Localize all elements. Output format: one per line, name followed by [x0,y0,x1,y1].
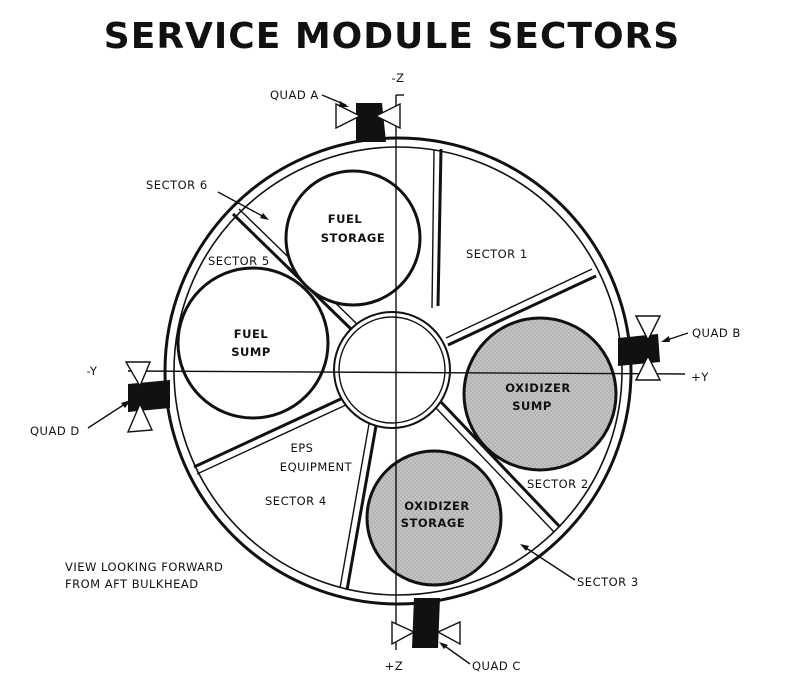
axis-pos-z-label: +Z [385,659,404,673]
quad-d-thruster-icon [124,361,170,433]
fuel-storage-tank: FUEL STORAGE [284,169,422,307]
sector-6-label: SECTOR 6 [146,178,208,192]
diagram-title: SERVICE MODULE SECTORS [104,16,680,57]
quad-a-label: QUAD A [270,88,319,102]
fuel-sump-label-1: FUEL [234,327,269,341]
fuel-storage-label-2: STORAGE [321,231,385,245]
oxidizer-sump-label-2: SUMP [512,399,552,413]
sector-4-label: SECTOR 4 [265,494,327,508]
oxidizer-storage-label-1: OXIDIZER [404,499,469,513]
quad-c-label: QUAD C [472,659,521,673]
quad-b-thruster-icon [618,315,662,381]
caption-line-2: FROM AFT BULKHEAD [65,577,199,591]
fuel-storage-label-1: FUEL [328,212,363,226]
oxidizer-storage-label-2: STORAGE [401,516,465,530]
quad-b-label: QUAD B [692,326,741,340]
sector-3-label: SECTOR 3 [577,575,639,589]
fuel-sump-label-2: SUMP [231,345,271,359]
sector-1-label: SECTOR 1 [466,247,528,261]
axis-neg-y-label: -Y [87,364,98,378]
axis-pos-y-label: +Y [691,370,709,384]
oxidizer-sump-tank: OXIDIZER SUMP [462,316,618,472]
quad-d-label: QUAD D [30,424,80,438]
fuel-sump-tank: FUEL SUMP [176,266,330,420]
sector-beams [193,148,597,591]
axis-neg-z-label: -Z [391,71,404,85]
center-tunnel [333,311,451,429]
caption-line-1: VIEW LOOKING FORWARD [65,560,223,574]
sector-2-label: SECTOR 2 [527,477,589,491]
eps-label-2: EQUIPMENT [280,460,353,474]
eps-label-1: EPS [290,441,313,455]
oxidizer-storage-tank: OXIDIZER STORAGE [365,449,503,587]
quad-a-thruster-icon [335,102,401,142]
sector-5-label: SECTOR 5 [208,254,270,268]
oxidizer-sump-label-1: OXIDIZER [505,381,570,395]
axis-lines [127,94,686,650]
quad-c-thruster-icon [391,598,461,648]
